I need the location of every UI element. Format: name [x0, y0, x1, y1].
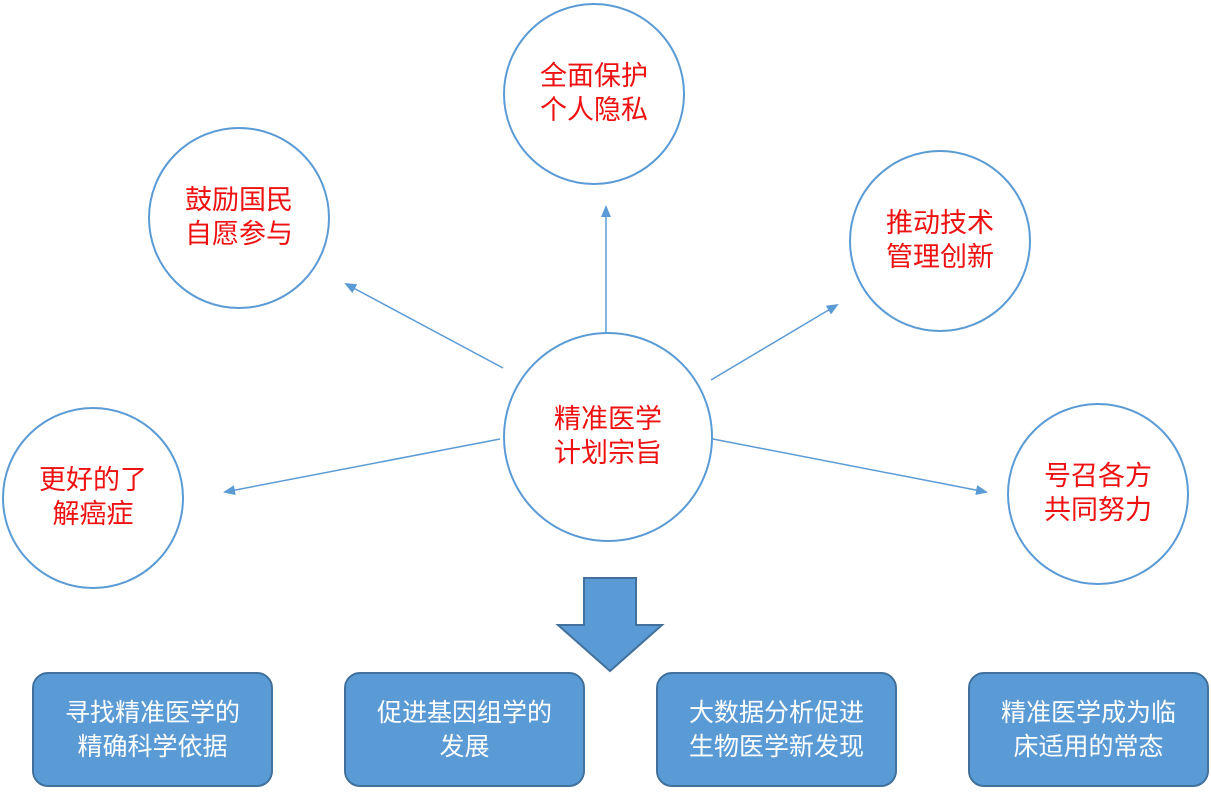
down-arrow-icon	[555, 577, 665, 673]
arrow-to-call-all-parties	[712, 438, 988, 496]
goal-line2: 管理创新	[886, 242, 994, 273]
outcome-box-scientific-basis: 寻找精准医学的 精确科学依据	[32, 672, 273, 787]
goal-circle-encourage-participation: 鼓励国民 自愿参与	[148, 127, 330, 309]
goal-line1: 推动技术	[886, 208, 994, 239]
goal-line1: 号召各方	[1044, 461, 1152, 492]
outcome-line2: 生物医学新发现	[688, 731, 864, 761]
arrow-to-understand-cancer	[223, 438, 501, 496]
center-line1: 精准医学	[554, 404, 662, 435]
outcome-line2: 精确科学依据	[77, 731, 228, 761]
goal-circle-understand-cancer: 更好的了 解癌症	[2, 407, 184, 589]
goal-circle-call-all-parties: 号召各方 共同努力	[1007, 403, 1189, 585]
outcome-line1: 精准医学成为临	[1000, 697, 1176, 727]
outcome-line1: 大数据分析促进	[688, 697, 864, 727]
center-circle: 精准医学 计划宗旨	[503, 332, 713, 542]
outcome-line2: 发展	[439, 731, 490, 761]
arrow-to-encourage-participation	[344, 283, 504, 369]
outcome-box-big-data: 大数据分析促进 生物医学新发现	[656, 672, 897, 787]
outcome-line1: 促进基因组学的	[376, 697, 552, 727]
outcome-line1: 寻找精准医学的	[64, 697, 240, 727]
goal-line2: 自愿参与	[185, 219, 293, 250]
goal-circle-promote-innovation: 推动技术 管理创新	[849, 150, 1031, 332]
goal-line1: 鼓励国民	[185, 185, 293, 216]
center-line2: 计划宗旨	[554, 438, 662, 469]
goal-line1: 全面保护	[540, 61, 648, 92]
goal-line1: 更好的了	[39, 465, 147, 496]
goal-line2: 共同努力	[1044, 495, 1152, 526]
outcome-line2: 床适用的常态	[1013, 731, 1164, 761]
goal-line2: 个人隐私	[540, 95, 648, 126]
outcome-box-clinical-norm: 精准医学成为临 床适用的常态	[968, 672, 1209, 787]
arrow-to-promote-innovation	[710, 303, 839, 381]
goal-line2: 解癌症	[52, 499, 134, 530]
goal-circle-protect-privacy: 全面保护 个人隐私	[503, 3, 685, 185]
outcome-box-genomics: 促进基因组学的 发展	[344, 672, 585, 787]
